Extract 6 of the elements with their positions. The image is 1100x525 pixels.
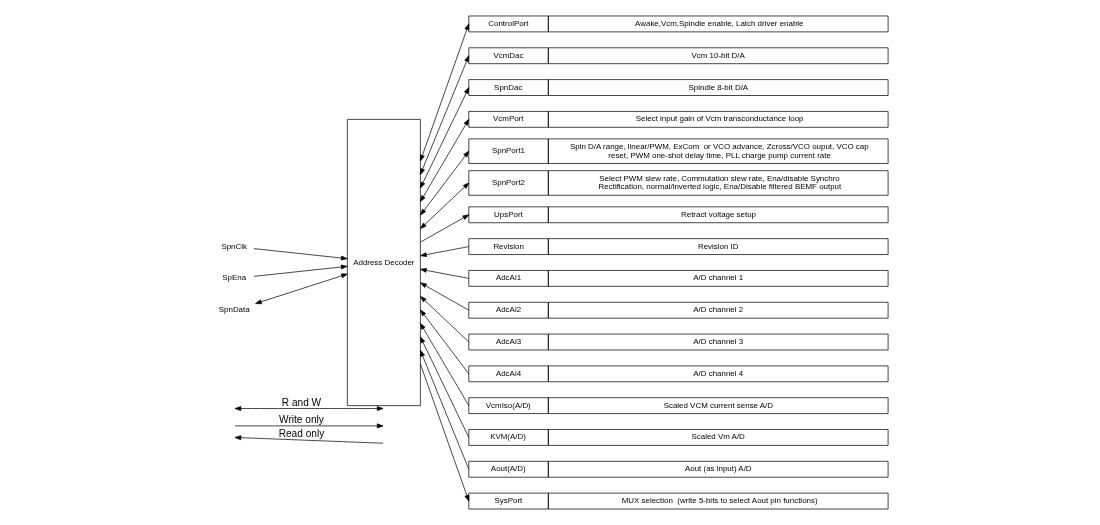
legend-label: Write only — [278, 414, 324, 426]
legend-label: R and W — [281, 396, 321, 408]
legend-label: Read only — [278, 427, 324, 439]
node-text: SpnClk — [220, 241, 247, 251]
node-text: SpnData — [218, 305, 250, 315]
node-text: SpEna — [221, 273, 246, 283]
